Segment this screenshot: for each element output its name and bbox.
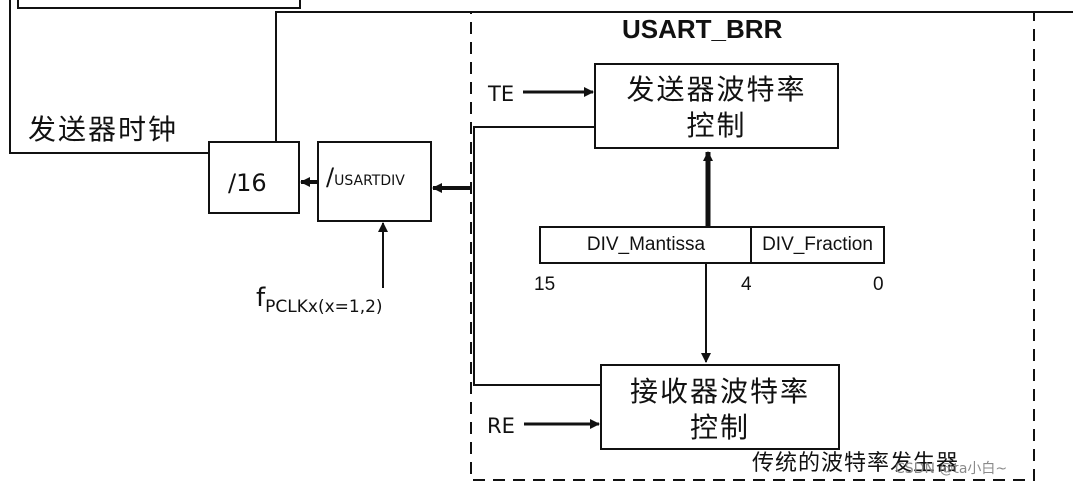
- usartdiv-name: USARTDIV: [334, 173, 405, 189]
- div16-box: [208, 141, 300, 214]
- div16-label: /16: [228, 169, 267, 197]
- usartdiv-slash: /: [326, 163, 335, 191]
- brr-register: [539, 226, 885, 264]
- tx-clock-line: [9, 0, 210, 154]
- rx-control-line2: 控制: [689, 411, 750, 444]
- re-label: RE: [487, 414, 515, 438]
- upstream-block: [17, 0, 301, 9]
- bit-label-4: 4: [741, 274, 752, 295]
- te-label: TE: [488, 82, 515, 106]
- usartdiv-label: /USARTDIV: [326, 165, 405, 189]
- watermark: CSDN @ta小白~: [895, 461, 1008, 477]
- rx-control-line1: 接收器波特率: [629, 375, 810, 408]
- pclk-label: fPCLKx(x=1,2): [256, 283, 383, 316]
- generator-label: 传统的波特率发生器: [752, 451, 960, 476]
- pclk-main: f: [256, 283, 266, 313]
- brr-field-fraction: DIV_Fraction: [762, 234, 873, 255]
- tx-control-line2: 控制: [686, 109, 747, 142]
- bit-label-15: 15: [534, 274, 556, 295]
- bit-label-0: 0: [873, 274, 884, 295]
- brr-field-mantissa: DIV_Mantissa: [586, 234, 706, 255]
- top-bus-line: [275, 11, 1073, 142]
- pclk-sub: PCLKx(x=1,2): [265, 297, 383, 317]
- control-bus-line: [473, 126, 600, 386]
- tx-clock-label: 发送器时钟: [28, 113, 179, 146]
- tx-control-line1: 发送器波特率: [626, 73, 807, 106]
- register-title: USART_BRR: [622, 14, 783, 44]
- tx-control-box: [594, 63, 839, 149]
- generator-frame: [470, 11, 1035, 481]
- rx-control-box: [600, 364, 840, 450]
